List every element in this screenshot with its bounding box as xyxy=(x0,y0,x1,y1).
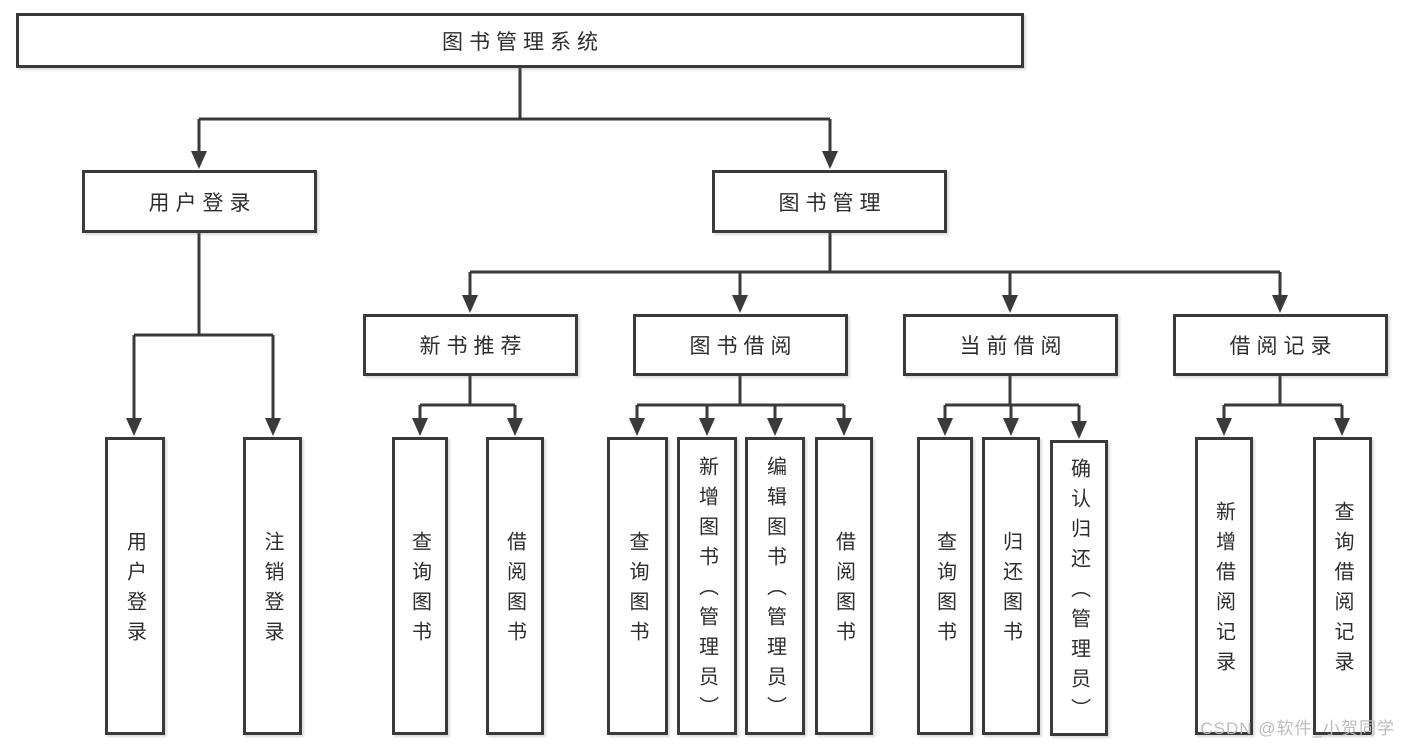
arrow-down-icon xyxy=(629,418,645,436)
connector-bookborrow-to-leaves xyxy=(635,376,846,419)
arrow-down-icon xyxy=(822,151,838,169)
node-label: 注销登录 xyxy=(261,531,283,651)
node-leaf-return-books: 归还图书 xyxy=(982,437,1040,735)
node-label: 用户登录 xyxy=(148,191,257,215)
connector-paths xyxy=(132,68,1344,422)
node-leaf-query-books-1: 查询图书 xyxy=(392,437,448,735)
node-leaf-edit-books-admin: 编辑图书（管理员） xyxy=(745,437,805,735)
node-leaf-add-borrow-record: 新增借阅记录 xyxy=(1195,437,1253,735)
node-leaf-borrow-books-2: 借阅图书 xyxy=(815,437,873,735)
arrow-down-icon xyxy=(1002,295,1018,313)
node-label: 查询图书 xyxy=(626,531,648,651)
node-label: 新书推荐 xyxy=(419,335,528,358)
arrow-down-icon xyxy=(191,151,207,169)
node-label: 确认归还（管理员） xyxy=(1067,458,1090,728)
node-leaf-query-books-2: 查询图书 xyxy=(607,437,668,735)
node-leaf-query-books-3: 查询图书 xyxy=(917,437,973,735)
node-leaf-user-login: 用户登录 xyxy=(105,437,165,735)
arrow-down-icon xyxy=(1334,418,1350,436)
node-new-book-recommend: 新书推荐 xyxy=(363,314,578,376)
node-current-borrowing: 当前借阅 xyxy=(903,314,1118,376)
csdn-watermark: CSDN @软件_小贺同学 xyxy=(1200,719,1395,738)
connector-newbookrec-to-leaves xyxy=(418,376,517,419)
node-label: 借阅记录 xyxy=(1229,335,1338,358)
node-borrowing-records: 借阅记录 xyxy=(1173,314,1388,376)
connector-currentborrow-to-leaves xyxy=(943,376,1081,422)
connector-userlogin-to-leaves xyxy=(132,233,275,419)
arrow-down-icon xyxy=(767,418,783,436)
node-label: 查询图书 xyxy=(933,531,956,651)
connector-root-to-level2 xyxy=(197,68,832,152)
node-label: 借阅图书 xyxy=(832,531,855,651)
node-label: 借阅图书 xyxy=(503,531,526,651)
node-user-login: 用户登录 xyxy=(82,170,317,233)
arrow-down-icon xyxy=(265,418,281,436)
arrow-down-icon xyxy=(937,418,953,436)
node-label: 归还图书 xyxy=(999,531,1022,651)
connector-bookmgmt-to-level3 xyxy=(468,233,1282,296)
connector-borrowrecords-to-leaves xyxy=(1222,376,1344,419)
arrow-down-icon xyxy=(836,418,852,436)
node-label: 编辑图书（管理员） xyxy=(763,456,786,726)
node-label: 图书管理 xyxy=(778,191,887,215)
arrow-down-icon xyxy=(1003,418,1019,436)
node-leaf-add-books-admin: 新增图书（管理员） xyxy=(677,437,737,735)
node-leaf-borrow-books-1: 借阅图书 xyxy=(486,437,544,735)
node-library-system-root: 图书管理系统 xyxy=(16,13,1024,68)
arrow-down-icon xyxy=(126,418,142,436)
node-leaf-query-borrow-record: 查询借阅记录 xyxy=(1313,437,1372,735)
node-label: 当前借阅 xyxy=(959,335,1068,358)
arrow-down-icon xyxy=(462,295,478,313)
arrow-down-icon xyxy=(732,295,748,313)
node-label: 查询借阅记录 xyxy=(1331,501,1353,681)
node-label: 图书管理系统 xyxy=(442,30,604,54)
node-book-management: 图书管理 xyxy=(712,170,947,233)
node-leaf-confirm-return-admin: 确认归还（管理员） xyxy=(1050,440,1108,736)
node-label: 用户登录 xyxy=(123,531,146,651)
arrow-down-icon xyxy=(1216,418,1232,436)
arrow-down-icon xyxy=(1272,295,1288,313)
node-book-borrowing: 图书借阅 xyxy=(633,314,848,376)
arrow-down-icon xyxy=(699,418,715,436)
node-label: 新增图书（管理员） xyxy=(695,456,718,726)
arrow-down-icon xyxy=(412,418,428,436)
node-label: 查询图书 xyxy=(408,531,431,651)
node-label: 新增借阅记录 xyxy=(1212,501,1235,681)
node-leaf-logout: 注销登录 xyxy=(243,437,302,735)
node-label: 图书借阅 xyxy=(689,335,798,358)
arrow-down-icon xyxy=(507,418,523,436)
arrowheads xyxy=(126,151,1350,439)
arrow-down-icon xyxy=(1071,421,1087,439)
